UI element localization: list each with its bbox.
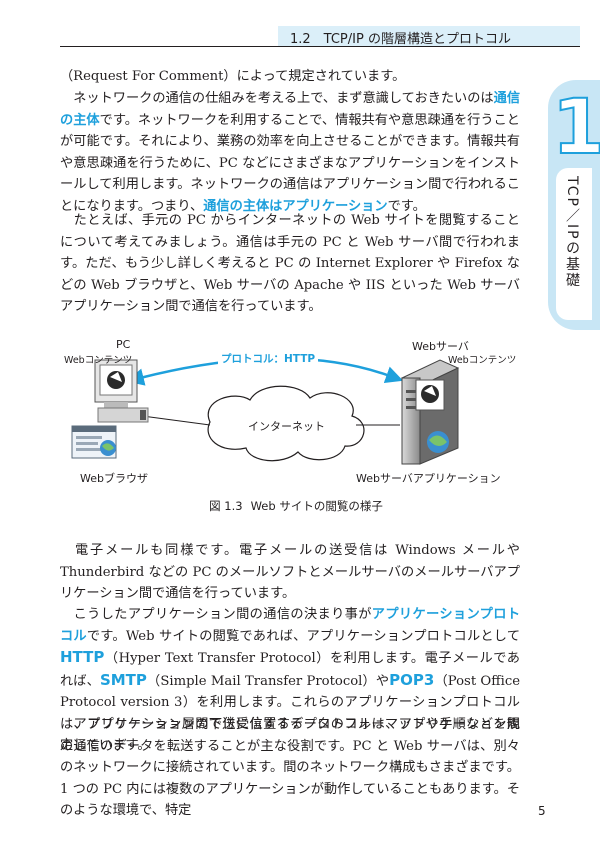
text-run: （Post Office Protocol version 3）を利用します。こ… <box>60 673 521 754</box>
figure-web-browsing: PC Webコンテンツ プロトコル：HTTP Webサーバ Webコンテンツ イ… <box>60 330 520 510</box>
browser-window-icon <box>71 425 117 459</box>
highlight-term: POP3 <box>389 670 435 689</box>
paragraph-3: たとえば、手元の PC からインターネットの Web サイトを閲覧することについ… <box>60 213 520 314</box>
server-icon <box>400 359 460 465</box>
caption-text: Web サイトの閲覧の様子 <box>250 499 383 513</box>
text-run: です。ネットワークを利用することで、情報共有や意思疎通を行うことが可能です。それ… <box>60 112 520 214</box>
paragraph-6: アプリケーション層の下位に位置するプロトコルは、アプリケーション間の通信のデータ… <box>60 717 520 818</box>
text-run: （Simple Mail Transfer Protocol）や <box>146 673 390 689</box>
server-app-label: Webサーバアプリケーション <box>356 472 501 485</box>
header-tab-bg <box>278 26 580 46</box>
browser-label: Webブラウザ <box>80 472 148 485</box>
text-run: です。 <box>387 198 426 214</box>
running-header: 1.2 TCP/IP の階層構造とプロトコル <box>290 32 511 47</box>
highlight-term: アプリケーションプロトコル <box>60 607 521 644</box>
network-label: インターネット <box>248 420 325 433</box>
header-rule <box>60 46 580 47</box>
text-run: ネットワークの通信の仕組みを考える上で、まず意識しておきたいのは <box>60 91 494 106</box>
text-run: です。Web サイトの閲覧であれば、アプリケーションプロトコルとして <box>86 628 521 644</box>
server-content-label: Webコンテンツ <box>448 355 517 366</box>
network-diagram-svg <box>71 357 460 465</box>
paragraph-2: ネットワークの通信の仕組みを考える上で、まず意識しておきたいのは通信の主体です。… <box>60 88 520 217</box>
paragraph-1: （Request For Comment）によって規定されています。 <box>60 69 406 84</box>
chapter-tab-inner <box>556 168 592 320</box>
pc-content-label: Webコンテンツ <box>64 355 133 366</box>
pc-icon <box>94 359 149 423</box>
highlight-term: 通信の主体はアプリケーション <box>203 198 388 214</box>
chapter-label: TCP／IPの基礎 <box>564 176 580 289</box>
figure-caption: 図 1.3 Web サイトの閲覧の様子 <box>0 498 600 514</box>
cloud-icon <box>207 385 365 462</box>
paragraph-4: 電子メールも同様です。電子メールの送受信は Windows メールや Thund… <box>60 543 520 601</box>
paragraph-5: こうしたアプリケーション間の通信の決まり事がアプリケーションプロトコルです。We… <box>60 604 520 757</box>
page-number: 5 <box>538 804 546 818</box>
server-label: Webサーバ <box>412 340 469 353</box>
chapter-number: 1 <box>551 81 600 172</box>
highlight-term: HTTP <box>60 648 105 666</box>
caption-number: 図 1.3 <box>209 499 243 513</box>
highlight-term: SMTP <box>99 670 147 689</box>
protocol-label: プロトコル：HTTP <box>218 351 319 366</box>
text-run: こうしたアプリケーション間の通信の決まり事が <box>60 607 372 622</box>
text-run: （Hyper Text Transfer Protocol）を利用します。電子メ… <box>60 651 520 689</box>
pc-label: PC <box>116 338 131 351</box>
highlight-term: 通信の主体 <box>60 91 521 128</box>
